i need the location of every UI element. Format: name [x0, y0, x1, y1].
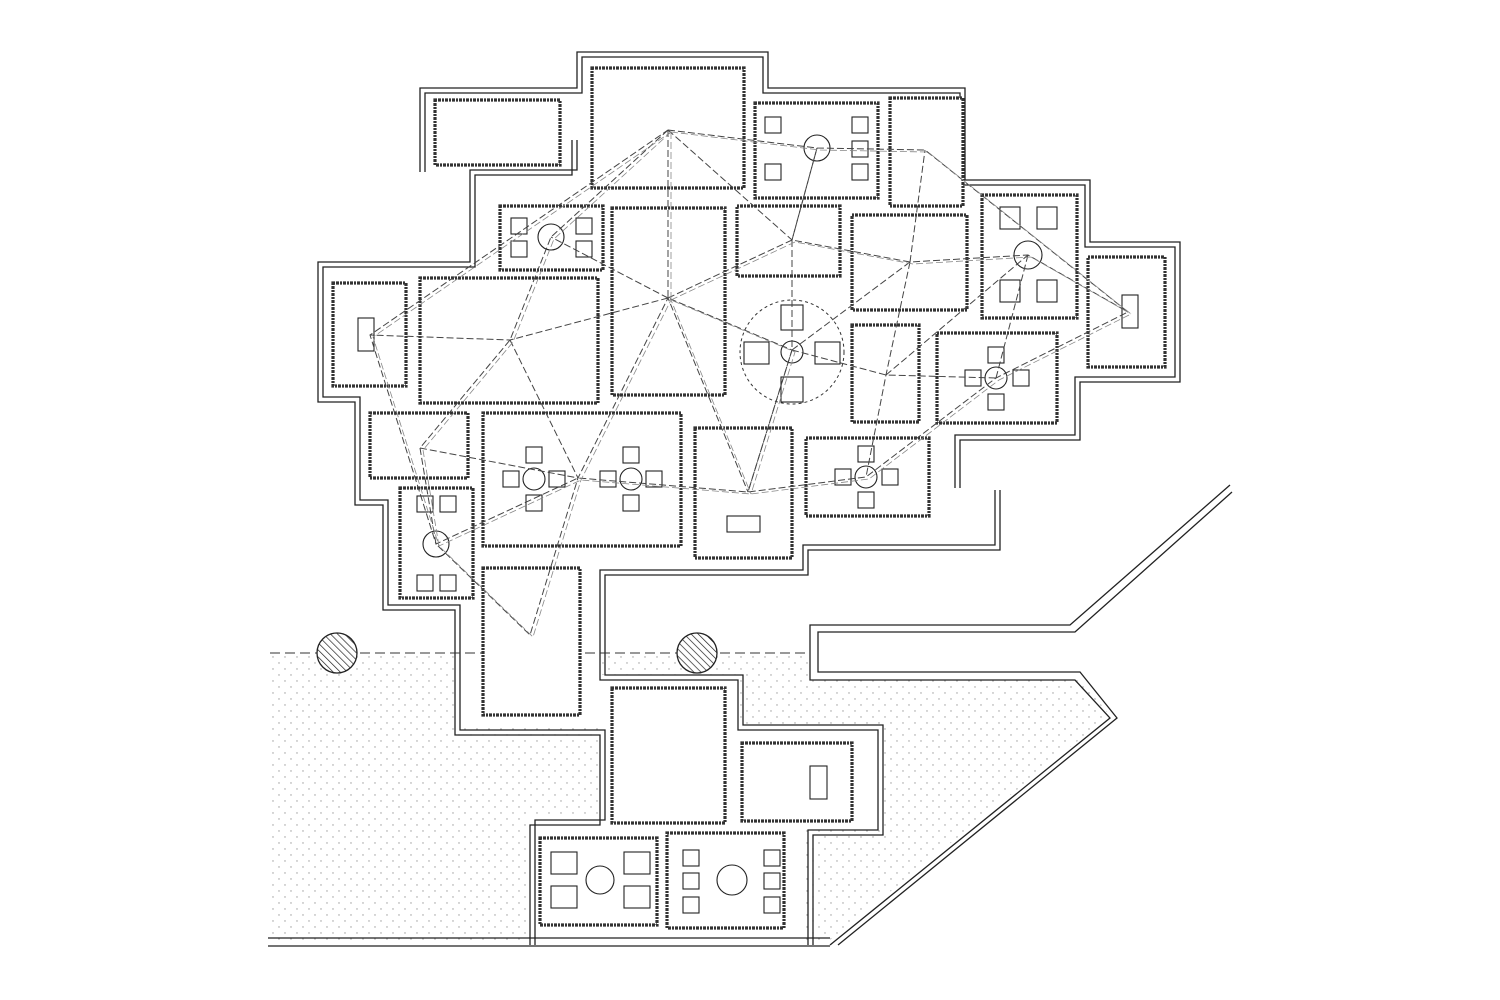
outer-wall — [317, 51, 1181, 945]
tree-icon — [676, 632, 718, 674]
string-light-network — [369, 129, 1132, 638]
central-plaza — [739, 299, 845, 405]
baseline — [268, 937, 830, 947]
diagonal-wall — [809, 484, 1233, 946]
seating-furniture — [357, 116, 1139, 914]
paved-ground — [270, 655, 1110, 940]
tree-icon — [316, 632, 358, 674]
